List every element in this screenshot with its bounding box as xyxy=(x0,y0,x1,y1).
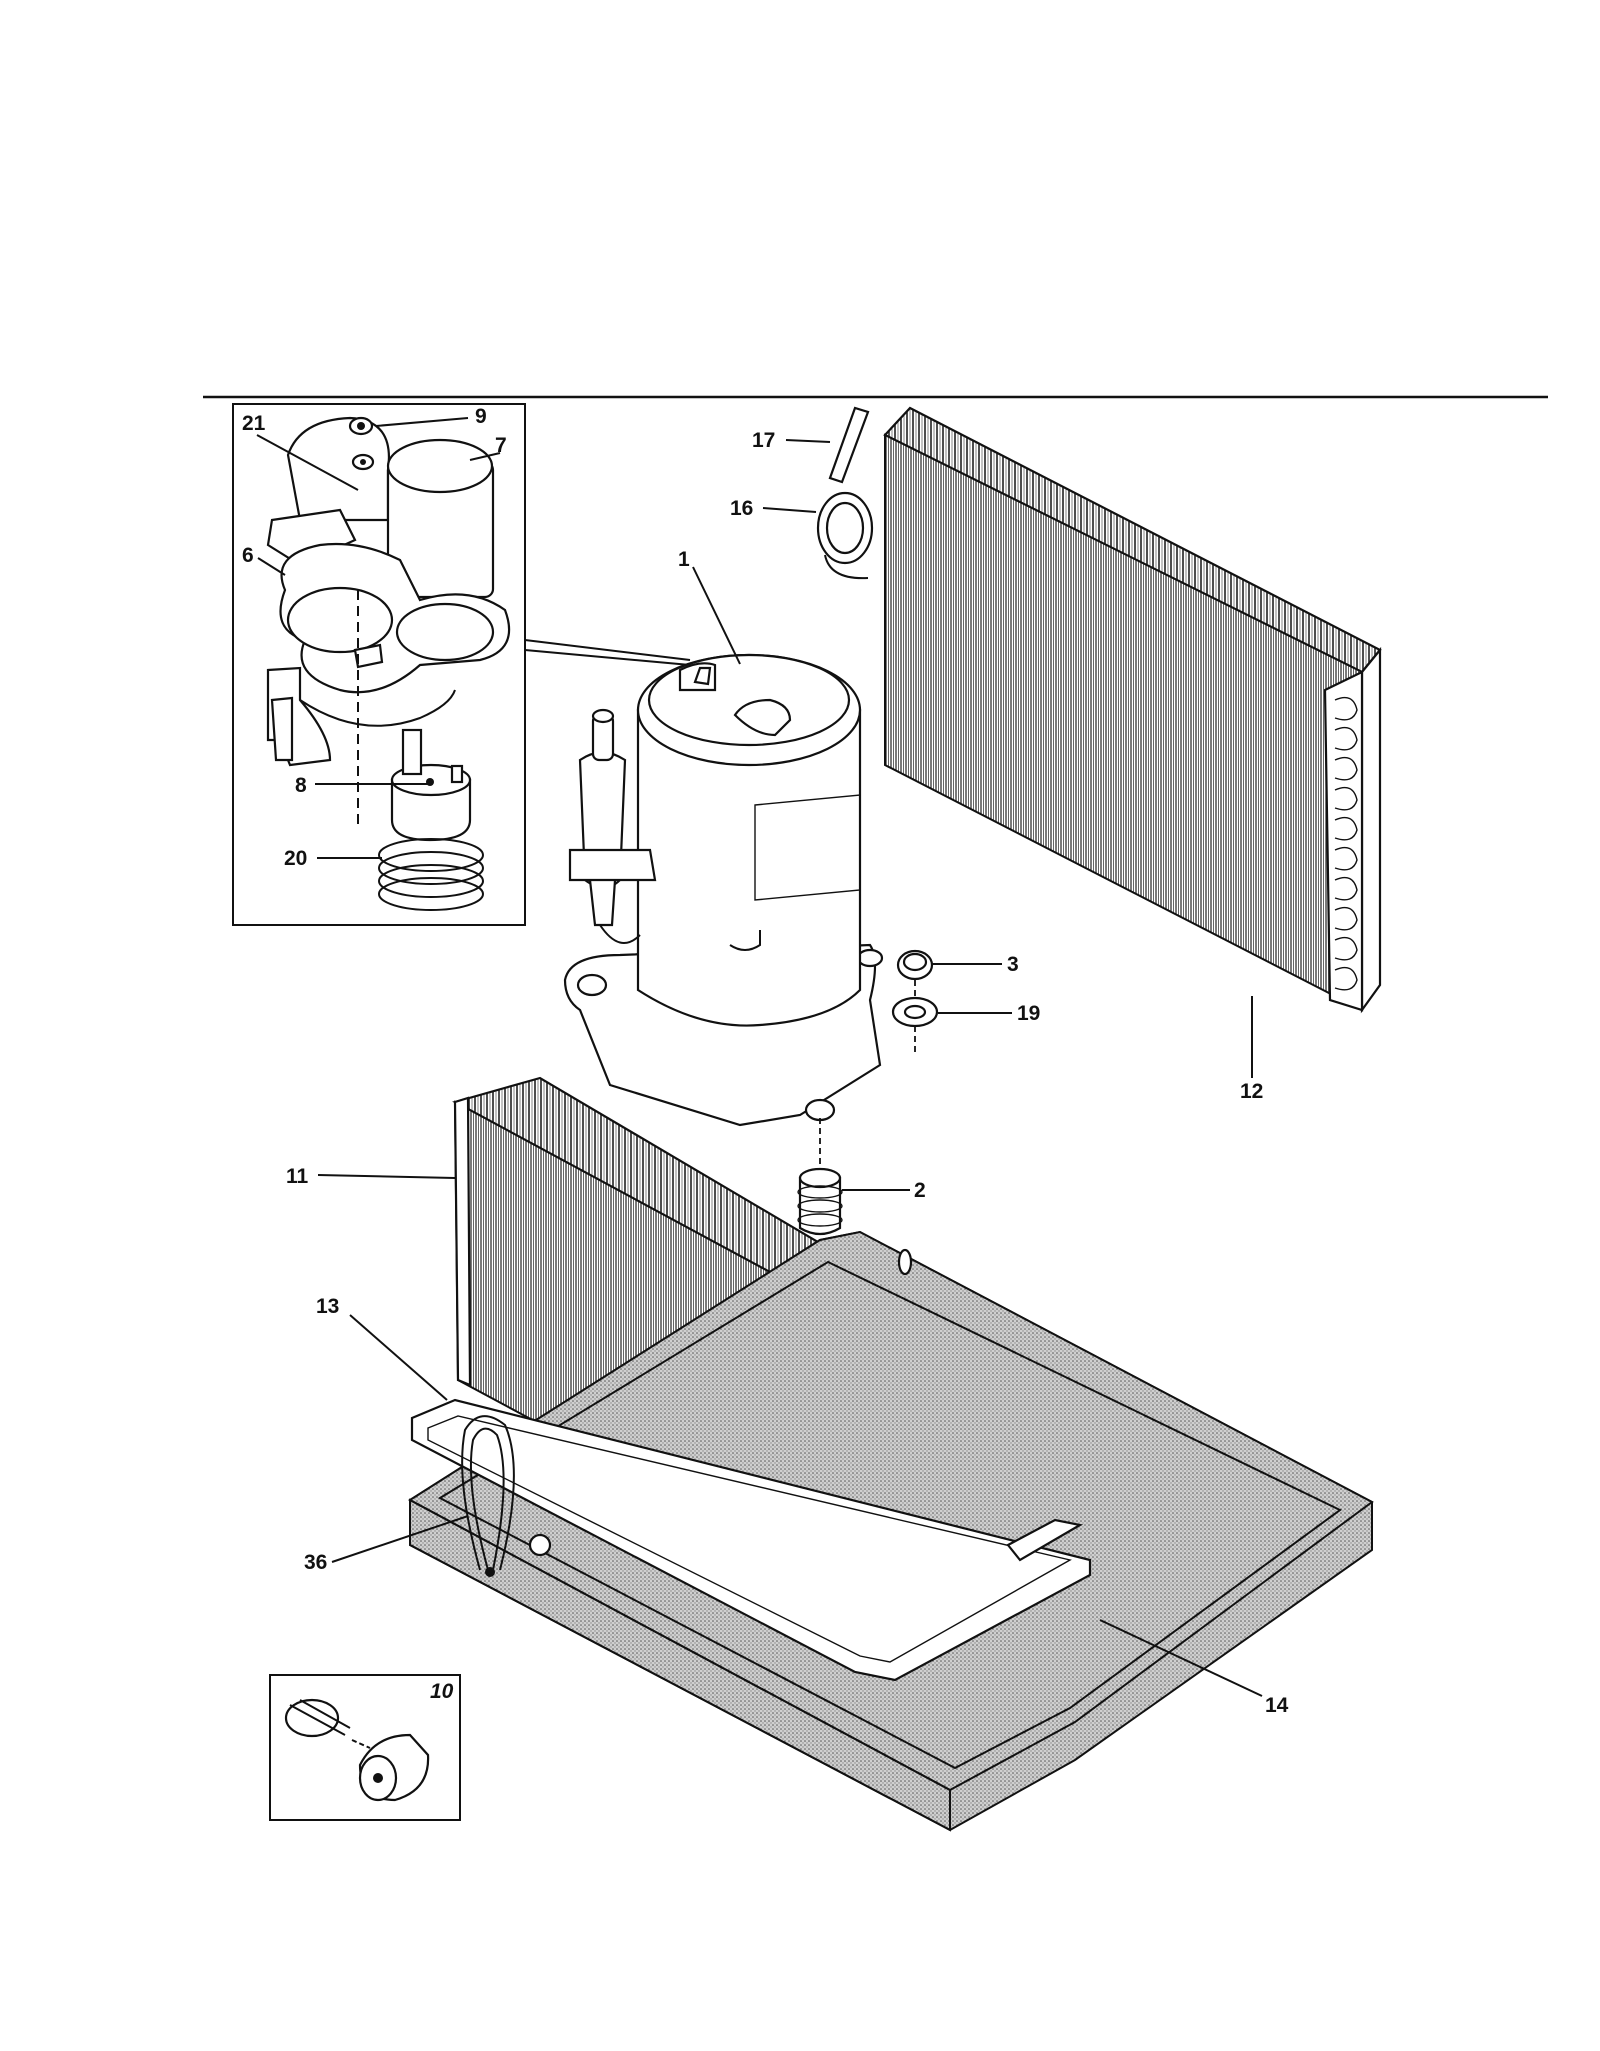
inset-frame-part-10 xyxy=(269,1674,461,1821)
callout-36: 36 xyxy=(304,1551,327,1574)
callout-2: 2 xyxy=(914,1179,926,1202)
inset-part-10 xyxy=(269,1674,461,1821)
callout-6: 6 xyxy=(242,544,254,567)
callout-1: 1 xyxy=(678,548,690,571)
spring-part-20 xyxy=(378,838,484,911)
callout-16: 16 xyxy=(730,497,753,520)
nut-part-3 xyxy=(896,949,934,981)
callout-13: 13 xyxy=(316,1295,339,1318)
callout-12: 12 xyxy=(1240,1080,1263,1103)
condenser-coil-part-12 xyxy=(883,406,1382,1014)
tube-clip-part-17 xyxy=(828,406,870,484)
callout-11: 11 xyxy=(286,1165,309,1188)
callout-10: 10 xyxy=(430,1680,454,1703)
compressor-part-1 xyxy=(563,653,884,1127)
callout-9: 9 xyxy=(475,405,487,428)
callout-7: 7 xyxy=(495,434,507,457)
washer-part-19 xyxy=(891,996,939,1028)
callout-20: 20 xyxy=(284,847,307,870)
callout-21: 21 xyxy=(242,412,266,435)
grommet-part-16 xyxy=(816,491,874,580)
callout-17: 17 xyxy=(752,429,775,452)
inset-overload-assembly xyxy=(232,403,526,926)
callout-19: 19 xyxy=(1017,1002,1040,1025)
strap-part-36 xyxy=(461,1415,515,1577)
grommet-part-2 xyxy=(797,1167,843,1236)
drain-tray-part-13 xyxy=(410,1398,1092,1682)
leader-lines xyxy=(256,417,1263,1697)
callout-3: 3 xyxy=(1007,953,1019,976)
callout-14: 14 xyxy=(1265,1694,1289,1717)
inset-frame xyxy=(232,403,526,926)
callout-8: 8 xyxy=(295,774,307,797)
compressor-shell xyxy=(636,708,862,1027)
